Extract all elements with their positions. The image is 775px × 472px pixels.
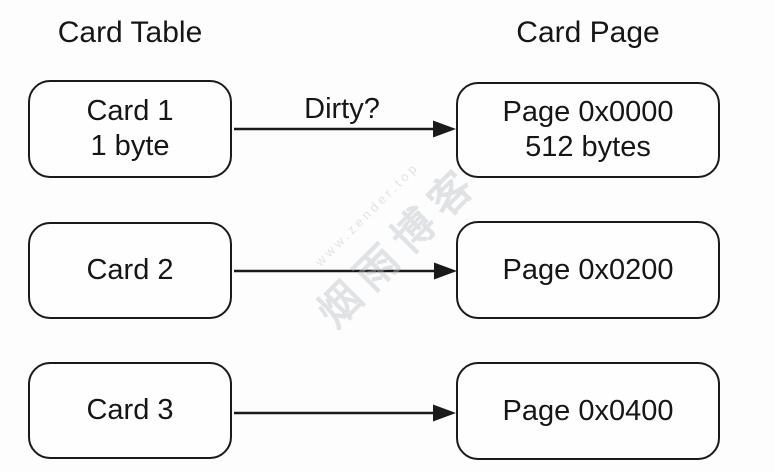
left-column-title: Card Table	[57, 16, 203, 49]
arrow-label-dirty: Dirty?	[304, 93, 380, 125]
node-page-0x0000-line-2: 512 bytes	[525, 131, 651, 163]
node-page-0x0200-line-1: Page 0x0200	[502, 253, 674, 286]
arrow-card2-to-page2	[234, 262, 457, 280]
node-card-1-line-2: 1 byte	[90, 130, 170, 162]
node-page-0x0400: Page 0x0400	[456, 362, 720, 460]
node-page-0x0000-line-1: Page 0x0000	[502, 96, 674, 128]
node-page-0x0200: Page 0x0200	[456, 221, 720, 319]
arrow-card3-to-page3	[234, 404, 456, 422]
node-page-0x0400-line-1: Page 0x0400	[502, 394, 674, 427]
node-page-0x0000: Page 0x0000 512 bytes	[456, 82, 720, 178]
node-card-1-line-1: Card 1	[86, 95, 174, 127]
arrowhead-icon	[433, 120, 456, 138]
node-card-3-line-1: Card 3	[86, 394, 174, 426]
right-column-title: Card Page	[516, 16, 660, 49]
arrowhead-icon	[434, 262, 457, 280]
node-card-2-line-1: Card 2	[86, 254, 174, 286]
node-card-2: Card 2	[28, 222, 232, 319]
node-card-3: Card 3	[28, 362, 232, 459]
node-card-1: Card 1 1 byte	[28, 80, 232, 178]
arrowhead-icon	[433, 404, 456, 422]
watermark-url-text: www.zender.top	[311, 158, 423, 270]
